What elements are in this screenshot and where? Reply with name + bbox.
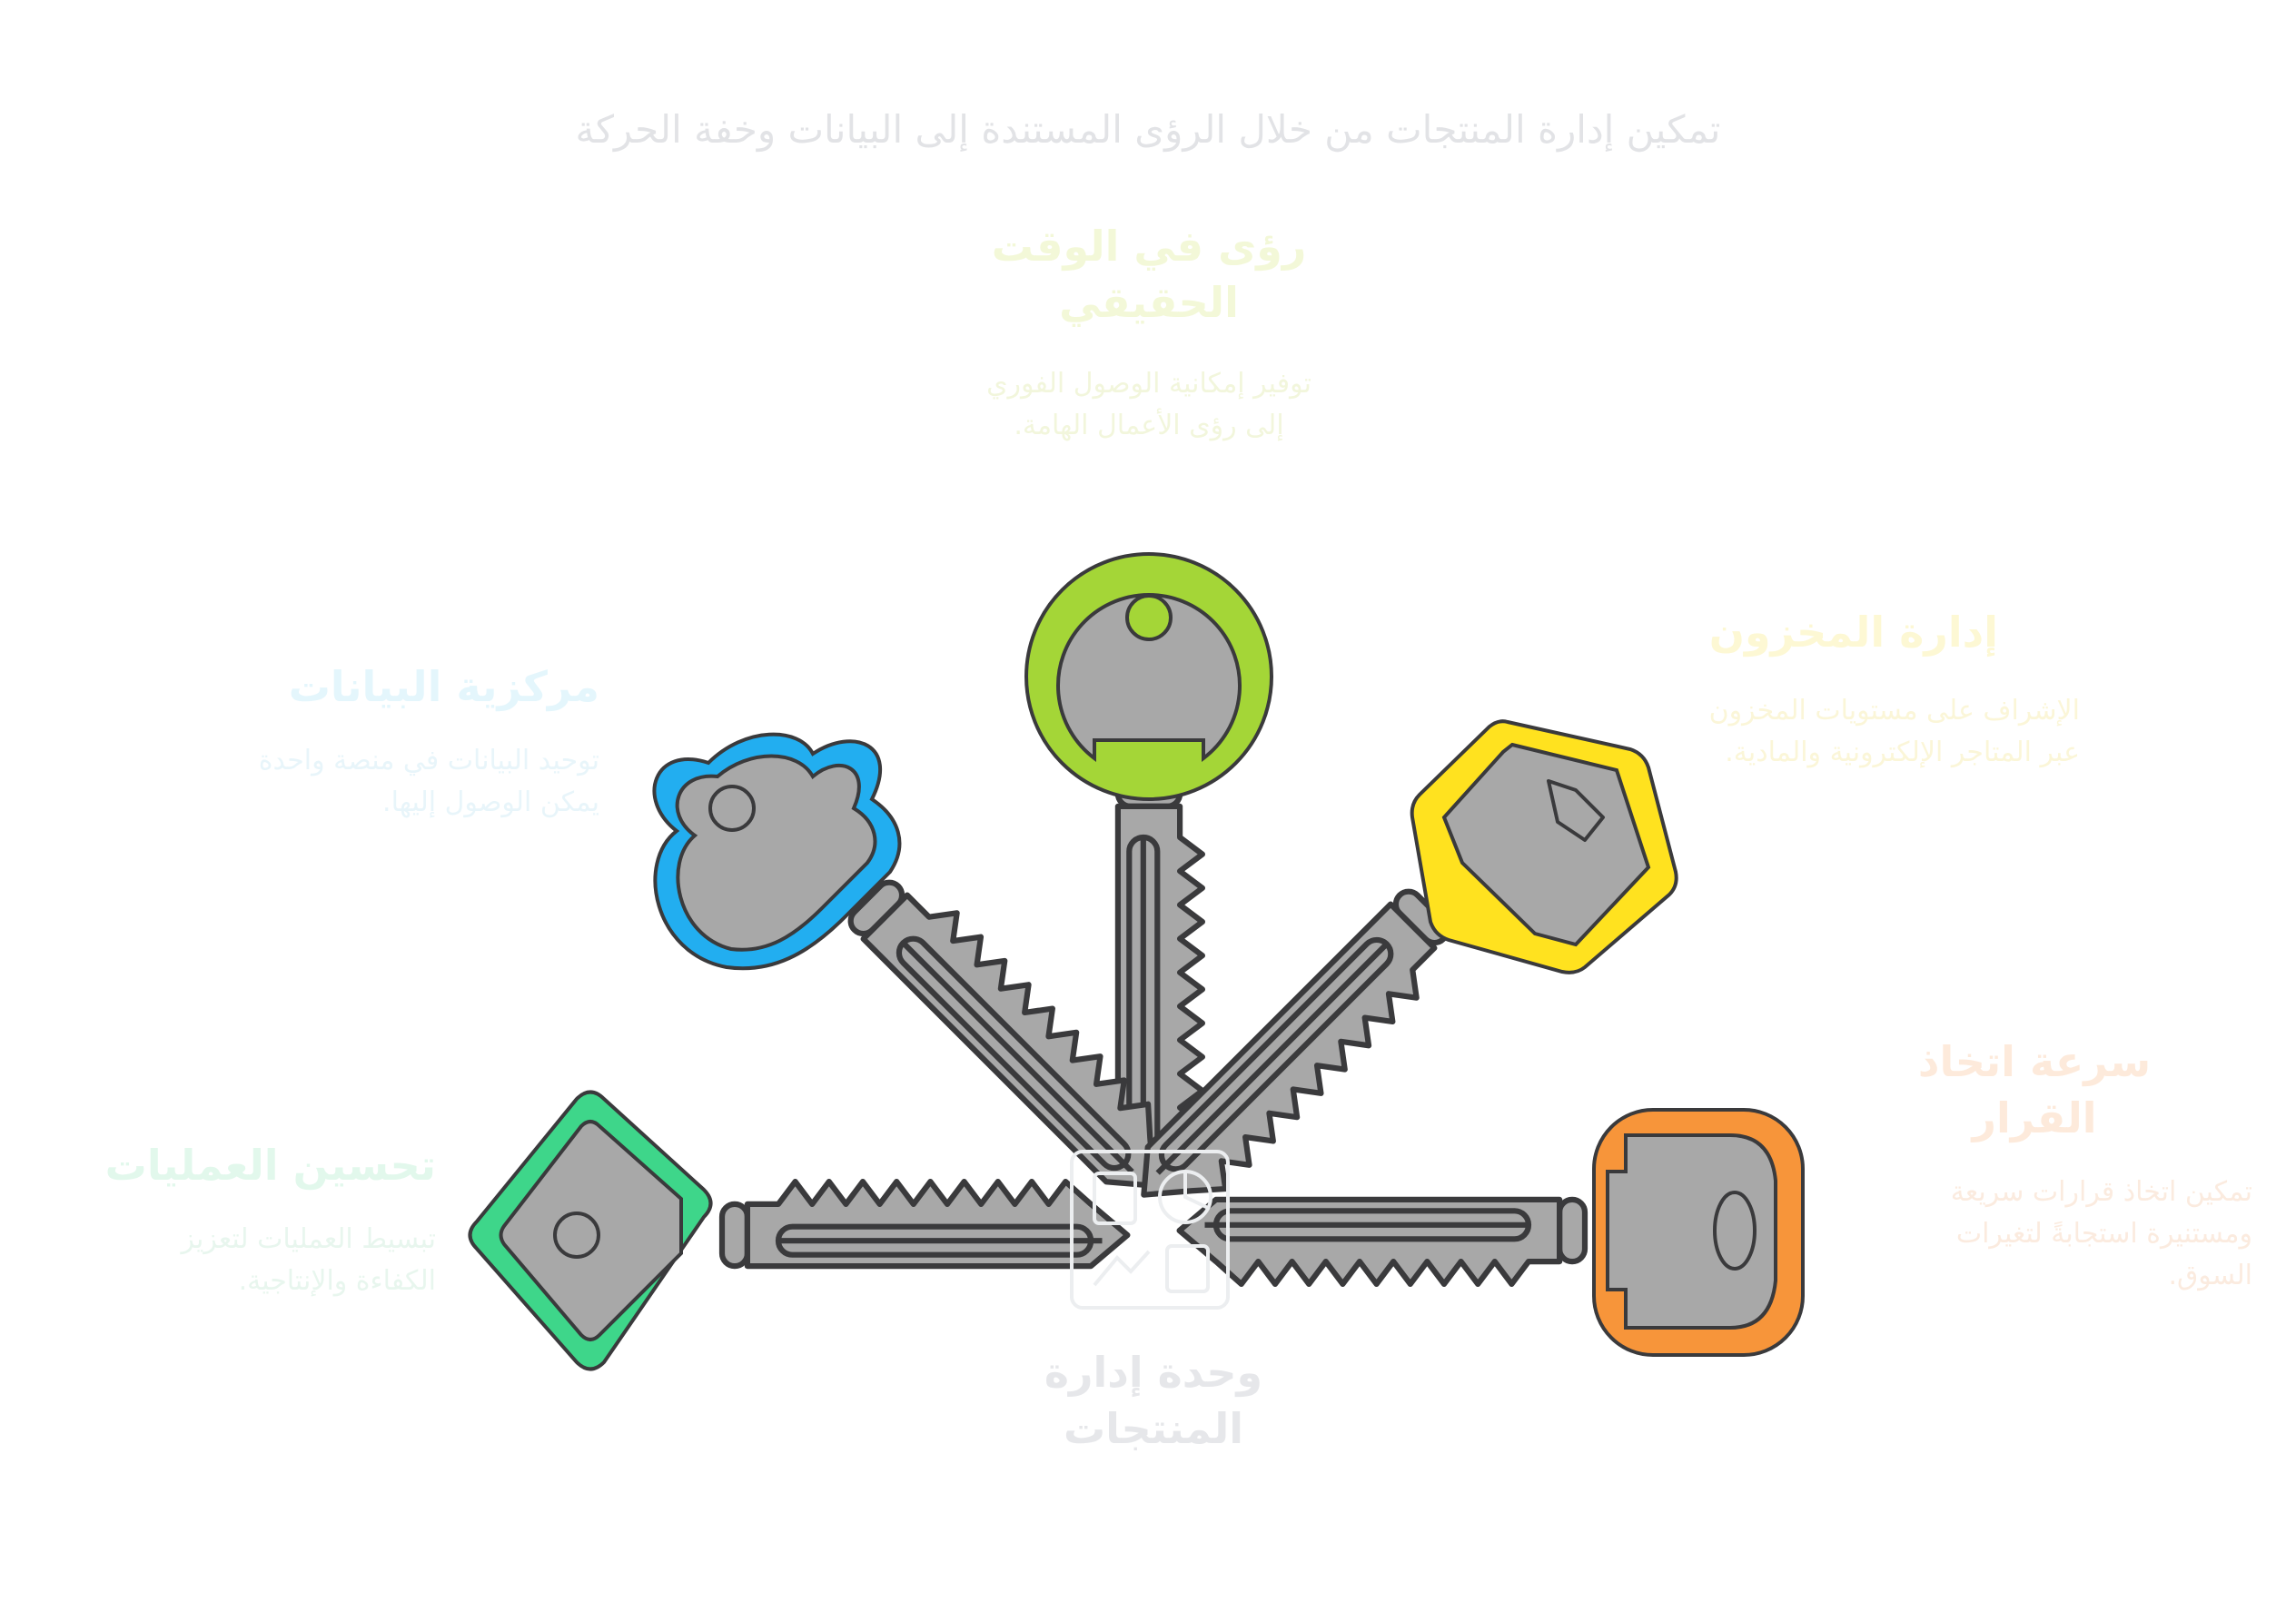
item-description-data-centralization: توحيد البيانات في منصة واحدة يمكن الوصول… bbox=[258, 745, 599, 818]
item-description-decision-speed: تمكين اتخاذ قرارات سريعة ومستنيرة استجاب… bbox=[1950, 1176, 2252, 1291]
center-label: وحدة إدارة المنتجات bbox=[1044, 1348, 1263, 1453]
item-title-inventory: إدارة المخزون bbox=[1708, 608, 1998, 657]
item-title-realtime-insights: رؤى في الوقت الحقيقي bbox=[991, 222, 1307, 327]
item-description-realtime-insights: توفير إمكانية الوصول الفوري إلى رؤى الأع… bbox=[986, 368, 1311, 441]
item-description-operations: تبسيط العمليات لتعزيز الكفاءة والإنتاجية… bbox=[181, 1223, 436, 1297]
item-title-operations: تحسين العمليات bbox=[104, 1141, 436, 1190]
rounded-rect-key-head bbox=[1592, 1108, 1805, 1357]
diamond-key bbox=[722, 1182, 1127, 1266]
item-title-data-centralization: مركزية البيانات bbox=[288, 662, 599, 711]
item-title-decision-speed: سرعة اتخاذ القرار bbox=[1917, 1037, 2152, 1142]
rounded-rect-key bbox=[1180, 1200, 1585, 1284]
cloud-key-head bbox=[652, 732, 902, 971]
hexagon-key-head bbox=[1410, 719, 1678, 974]
diamond-key-head bbox=[468, 1090, 713, 1371]
item-description-inventory: الإشراف على مستويات المخزون عبر المتاجر … bbox=[1708, 695, 2080, 768]
round-key-head bbox=[1024, 552, 1273, 801]
dashboard-icon bbox=[1070, 1150, 1230, 1310]
diagram-title: تمكين إدارة المنتجات من خلال الرؤى المست… bbox=[575, 107, 1721, 152]
